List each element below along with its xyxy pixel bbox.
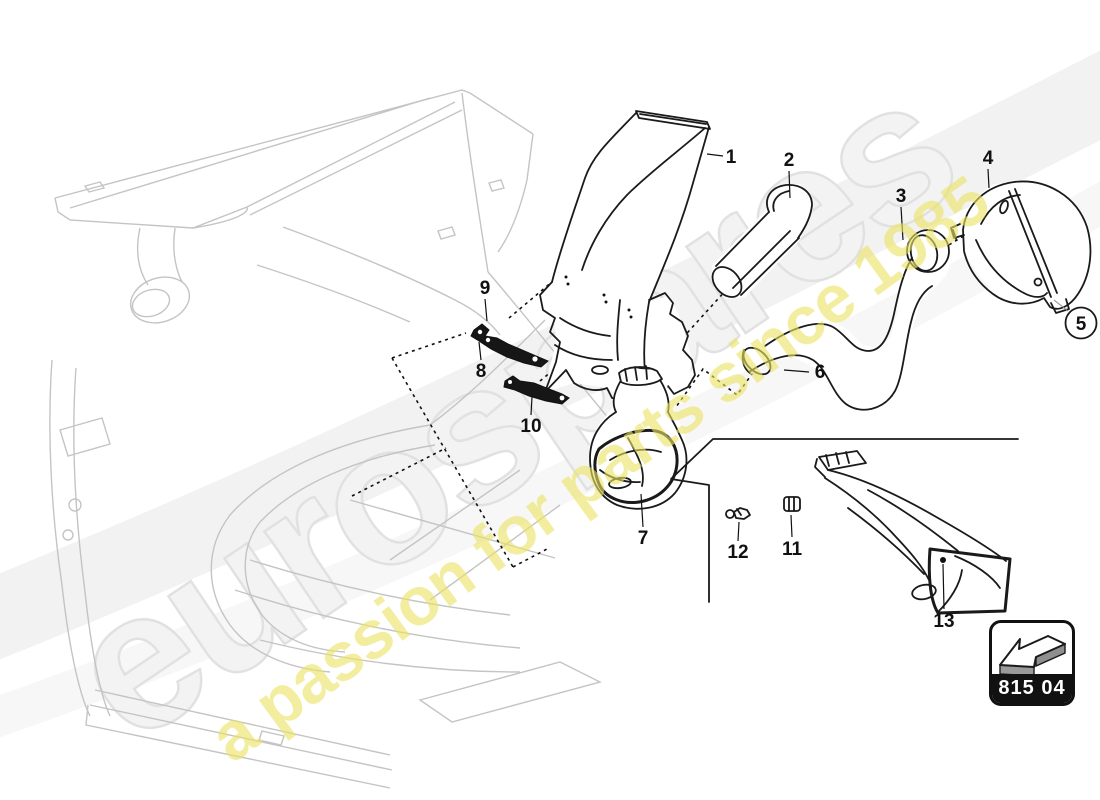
callout-10: 10 bbox=[520, 416, 541, 437]
part-3-s-duct bbox=[741, 229, 952, 412]
part-12-screw bbox=[725, 507, 751, 520]
callout-12: 12 bbox=[727, 542, 748, 563]
callout-3: 3 bbox=[896, 186, 907, 207]
part-4-housing bbox=[950, 180, 1098, 340]
callout-5: 5 bbox=[1076, 314, 1087, 335]
callout-numbers: 1 2 3 4 5 6 7 8 9 10 11 12 13 bbox=[476, 147, 1087, 632]
part-7-intake-duct bbox=[589, 365, 688, 510]
watermark-brand-text: eurospares bbox=[30, 36, 989, 783]
callout-2: 2 bbox=[784, 150, 795, 171]
part-code-badge: 815 04 bbox=[989, 620, 1075, 706]
callout-11: 11 bbox=[782, 539, 803, 560]
callout-13: 13 bbox=[933, 611, 954, 632]
part-code-label: 815 04 bbox=[992, 674, 1072, 703]
part-10-bracket bbox=[503, 375, 570, 405]
callout-9: 9 bbox=[480, 278, 491, 299]
part-1-air-funnel bbox=[539, 110, 711, 402]
diagram-arrow-icon bbox=[999, 635, 1066, 677]
callout-5-leader bbox=[1053, 299, 1069, 312]
part-13-air-channel bbox=[814, 450, 1014, 615]
callout-5-circle bbox=[1064, 306, 1098, 340]
callout-4: 4 bbox=[983, 148, 994, 169]
part-2-hose-tube bbox=[711, 184, 813, 299]
callout-7: 7 bbox=[638, 528, 649, 549]
callout-1: 1 bbox=[726, 147, 737, 168]
callout-6: 6 bbox=[815, 362, 826, 383]
part-8-bracket bbox=[470, 323, 549, 368]
car-body-line-art bbox=[49, 89, 646, 789]
callout-8: 8 bbox=[476, 361, 487, 382]
subassembly-frame-arrow bbox=[670, 438, 1019, 603]
rivet-marks bbox=[564, 275, 633, 319]
part-11-clip bbox=[783, 496, 801, 512]
callout-leader-lines bbox=[478, 153, 990, 610]
